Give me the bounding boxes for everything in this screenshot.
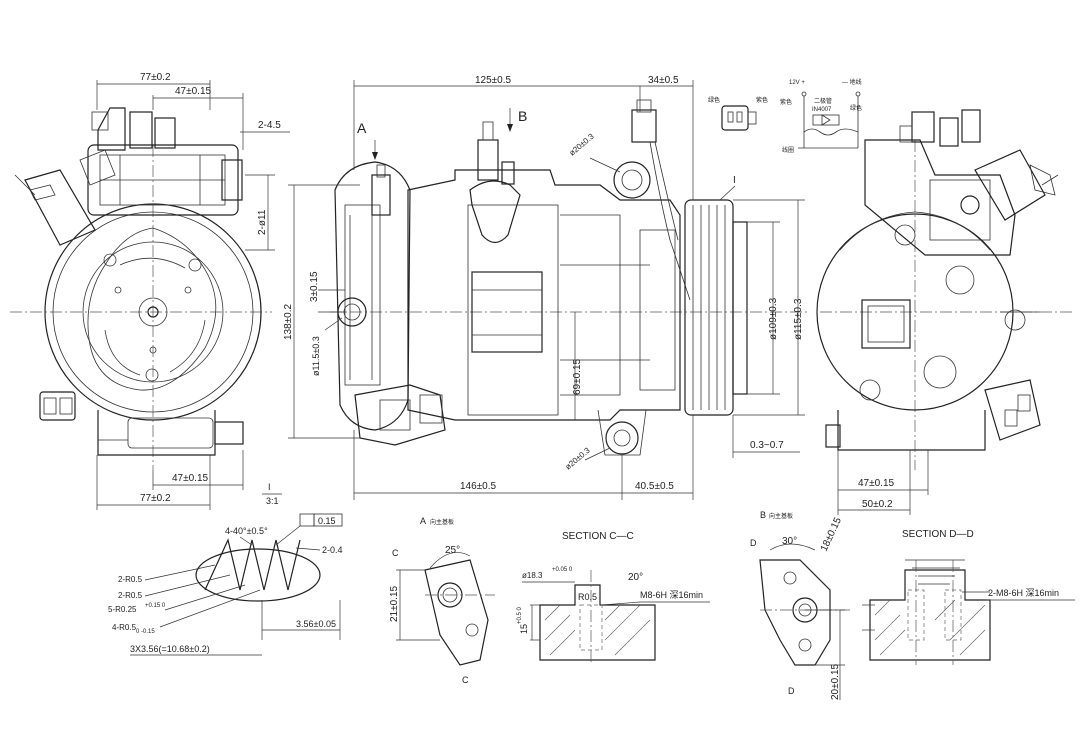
dim-rear-outer: 50±0.2 — [862, 499, 893, 510]
detail-b-subtitle: 向主基板 — [769, 512, 793, 520]
groove-pitch: 3X3.56(=10.68±0.2) — [130, 644, 210, 654]
dim-side-mid: 3±0.15 — [309, 271, 320, 302]
groove-r4-tol: 0 -0.15 — [136, 629, 155, 635]
detail-a-angle: 25° — [445, 545, 460, 556]
cc-dia: ø18.3 — [522, 571, 543, 580]
dim-front-bottom-outer: 77±0.2 — [140, 493, 171, 504]
detail-b: B 向主基板 30° 18±0.15 20±0.15 D D — [750, 510, 850, 700]
detail-b-width: 18±0.15 — [819, 516, 844, 554]
groove-angle: 4-40°±0.5° — [225, 526, 268, 536]
dim-front-hole: 2-ø11 — [257, 209, 268, 235]
detail-b-height: 20±0.15 — [830, 663, 841, 700]
view-b-label: B — [518, 108, 527, 124]
groove-r3: 5-R0.25 — [108, 605, 137, 614]
section-dd-hatch — [874, 599, 986, 656]
groove-r1: 2-R0.5 — [118, 575, 143, 584]
cc-depth: 15 — [519, 624, 529, 634]
dim-side-pulley-inner: ø109±0.3 — [768, 297, 779, 340]
cc-depth-tol: +0.5 0 — [517, 606, 523, 624]
detail-a-section-top: C — [392, 548, 399, 558]
dim-side-total: 125±0.5 — [475, 75, 512, 86]
groove-r2: 2-R0.5 — [118, 591, 143, 600]
dim-rear-inner: 47±0.15 — [858, 478, 895, 489]
detail-a-title: A — [420, 516, 426, 526]
groove-flatness: 0.15 — [318, 516, 336, 526]
dim-front-bottom-inner: 47±0.15 — [172, 473, 209, 484]
cc-thread: M8-6H 深16min — [640, 590, 703, 600]
detail-groove: 3.56±0.05 4-40°±0.5° 0.15 2-0.4 2-R0.5 2… — [108, 513, 343, 656]
detail-a-subtitle: 向主基板 — [430, 518, 454, 526]
conn-wire2: 紫色 — [756, 96, 768, 104]
cc-angle: 20° — [628, 572, 643, 583]
detail-a-height: 21±0.15 — [389, 585, 400, 622]
dim-side-centre-h: 69±0.15 — [572, 358, 583, 395]
conn-wire1: 绿色 — [708, 96, 720, 104]
detail-b-section-top: D — [750, 538, 757, 548]
scale-den: 3:1 — [266, 496, 279, 506]
detail-b-title: B — [760, 510, 766, 520]
front-view: 77±0.2 47±0.15 2-4.5 2-ø11 47±0.15 77±0.… — [10, 72, 290, 510]
detail-a: A 向主基板 25° 21±0.15 C C — [389, 516, 495, 685]
dim-side-pulley-len: 40.5±0.5 — [635, 481, 674, 492]
conn-diode: 二极管 — [814, 97, 832, 105]
section-cc-hatch — [544, 604, 651, 656]
groove-r3-tol: +0.15 0 — [145, 603, 166, 609]
section-dd: SECTION D—D 2-M8-6H 深16min — [862, 529, 1075, 665]
groove-chamfer: 2-0.4 — [322, 545, 343, 555]
dim-side-head: 34±0.5 — [648, 75, 679, 86]
cc-radius: R0.5 — [578, 592, 597, 602]
detail-a-section-bottom: C — [462, 675, 469, 685]
section-cc: SECTION C—C ø18.3 +0.05 0 20° R0.5 M8-6H… — [517, 531, 710, 665]
groove-r4: 4-R0.5 — [112, 623, 137, 632]
detail-b-angle: 30° — [782, 536, 797, 547]
dim-front-top-inner: 47±0.15 — [175, 86, 212, 97]
pulley-label: I — [733, 175, 736, 186]
rear-view: 47±0.15 50±0.2 — [816, 109, 1075, 515]
section-cc-title: SECTION C—C — [562, 531, 634, 542]
conn-wire4: 绿色 — [850, 104, 862, 112]
side-view: 125±0.5 34±0.5 ø20±0.3 138±0.2 3±0.15 ø1… — [283, 75, 810, 500]
dim-front-thread: 2-4.5 — [258, 120, 281, 131]
dim-side-pulley-outer: ø115±0.3 — [793, 298, 804, 340]
dim-front-top-outer: 77±0.2 — [140, 72, 171, 83]
connector-schematic: 绿色 紫色 12V + — 地线 紫色 绿色 二极管 IN4007 线圈 — [708, 78, 862, 154]
conn-minus: — 地线 — [842, 78, 862, 86]
dim-side-body-len: 146±0.5 — [460, 481, 497, 492]
section-dd-title: SECTION D—D — [902, 529, 974, 540]
dim-side-bore: ø11.5±0.3 — [311, 336, 321, 376]
groove-depth: 3.56±0.05 — [296, 619, 336, 629]
dim-side-height: 138±0.2 — [283, 303, 294, 340]
dim-side-port-dia: ø20±0.3 — [568, 131, 597, 157]
dd-thread: 2-M8-6H 深16min — [988, 588, 1059, 598]
cc-dia-tol: +0.05 0 — [552, 567, 573, 573]
scale-num: I — [268, 482, 271, 492]
conn-plus: 12V + — [789, 80, 805, 86]
conn-coil: 线圈 — [782, 146, 794, 154]
conn-wire3: 紫色 — [780, 98, 792, 106]
dim-side-gap: 0.3~0.7 — [750, 440, 784, 451]
detail-b-section-bottom: D — [788, 686, 795, 696]
conn-diode-model: IN4007 — [812, 107, 832, 113]
view-a-label: A — [357, 120, 367, 136]
